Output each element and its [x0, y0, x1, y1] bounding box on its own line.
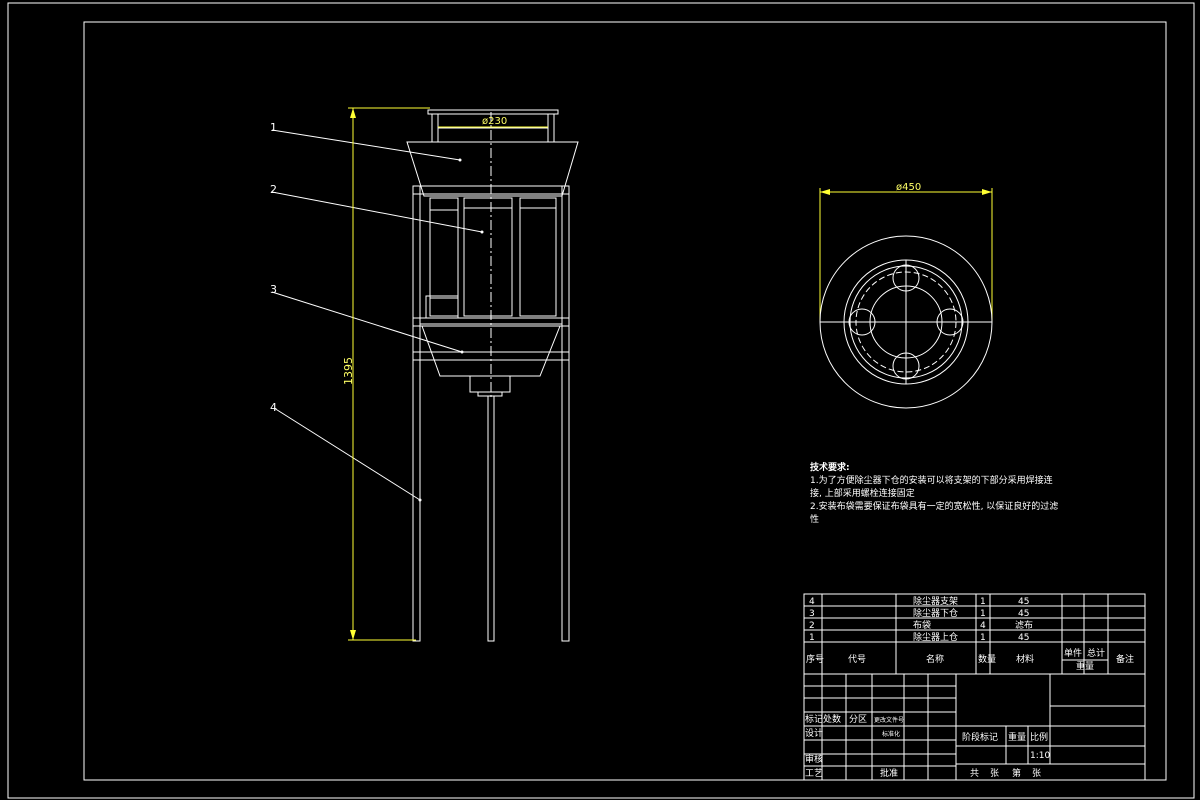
part-row-2-name: 布袋	[913, 619, 931, 631]
tb-sheets-total: 共	[970, 768, 979, 779]
tb-approve: 批准	[880, 767, 898, 779]
tb-count: 处数	[823, 713, 841, 725]
header-material: 材料	[1016, 653, 1034, 665]
part-row-3-material: 45	[1018, 609, 1029, 619]
part-row-3-no: 3	[809, 609, 815, 619]
tb-weight: 重量	[1008, 731, 1026, 743]
header-remark: 备注	[1116, 653, 1134, 665]
header-total: 总计	[1087, 647, 1105, 659]
tb-std: 标准化	[882, 730, 900, 738]
part-row-2-material: 滤布	[1015, 619, 1033, 631]
tb-design: 设计	[805, 727, 823, 739]
header-seq: 序号	[806, 653, 824, 665]
parts-list	[803, 593, 1146, 675]
tb-scale-value: 1:10	[1030, 751, 1050, 761]
leader-label-3: 3	[270, 283, 277, 296]
part-row-1-qty: 1	[980, 633, 986, 643]
leader-label-1: 1	[270, 121, 277, 134]
outer-border	[7, 2, 1195, 799]
tb-mark: 标记	[805, 713, 823, 725]
top-diameter-dimension: ø230	[482, 116, 507, 127]
header-code: 代号	[848, 654, 866, 665]
header-unit: 单件	[1064, 647, 1082, 659]
part-row-2-no: 2	[809, 621, 815, 631]
tech-req-title: 技术要求:	[810, 461, 850, 473]
part-row-1-material: 45	[1018, 633, 1029, 643]
tb-zone: 分区	[849, 714, 867, 725]
part-row-4-name: 除尘器支架	[913, 595, 958, 607]
header-weight: 重量	[1076, 660, 1094, 672]
header-qty: 数量	[978, 653, 996, 665]
tb-sheet-no: 第	[1012, 767, 1021, 779]
tech-req-line-3: 2.安装布袋需要保证布袋具有一定的宽松性, 以保证良好的过滤	[810, 500, 1058, 512]
tech-req-line-1: 1.为了方便除尘器下仓的安装可以将支架的下部分采用焊接连	[810, 474, 1053, 486]
tech-req-line-4: 性	[810, 513, 819, 525]
part-row-4-no: 4	[809, 597, 815, 607]
tb-sheet: 张	[1032, 768, 1041, 779]
height-dimension: 1395	[342, 357, 355, 385]
plan-view	[819, 188, 993, 409]
title-block	[803, 673, 1146, 781]
part-row-3-qty: 1	[980, 609, 986, 619]
tech-req-line-2: 接, 上部采用螺栓连接固定	[810, 487, 915, 499]
part-row-2-qty: 4	[980, 621, 986, 631]
front-view	[271, 107, 579, 642]
part-row-1-name: 除尘器上仓	[913, 631, 958, 643]
part-row-1-no: 1	[809, 633, 815, 643]
part-row-3-name: 除尘器下仓	[913, 607, 958, 619]
tb-change-doc: 更改文件号	[874, 716, 904, 724]
part-row-4-qty: 1	[980, 597, 986, 607]
leader-label-4: 4	[270, 401, 277, 414]
tb-sheets: 张	[990, 768, 999, 779]
leader-label-2: 2	[270, 183, 277, 196]
header-name: 名称	[926, 653, 944, 665]
part-row-4-material: 45	[1018, 597, 1029, 607]
tb-process: 工艺	[805, 768, 823, 779]
inner-frame	[83, 21, 1167, 781]
tb-scale: 比例	[1030, 731, 1048, 743]
tb-stage-mark: 阶段标记	[962, 731, 998, 743]
plan-diameter-dimension: ø450	[896, 182, 921, 193]
tb-review: 审核	[805, 753, 823, 765]
